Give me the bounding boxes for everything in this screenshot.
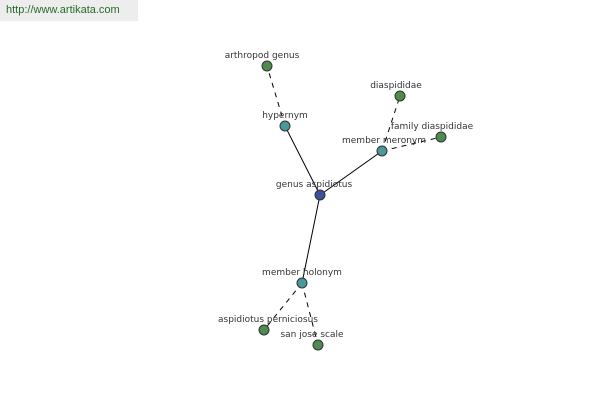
node-label-member-meronym[interactable]: member meronym bbox=[342, 136, 426, 146]
node-label-arthropod-genus[interactable]: arthropod genus bbox=[225, 51, 300, 61]
edge-member-holonym-to-aspidiotus-perniciosus bbox=[263, 282, 303, 331]
edges-layer bbox=[263, 65, 442, 346]
node-label-aspidiotus-perniciosus[interactable]: aspidiotus perniciosus bbox=[218, 315, 318, 325]
node-label-family-diaspididae[interactable]: family diaspididae bbox=[391, 122, 474, 132]
node-label-hypernym[interactable]: hypernym bbox=[262, 111, 308, 121]
node-diaspididae[interactable] bbox=[394, 90, 406, 102]
edge-center-to-hypernym bbox=[284, 125, 321, 196]
node-member-holonym[interactable] bbox=[296, 277, 308, 289]
edge-member-holonym-to-san-jose-scale bbox=[301, 282, 319, 346]
node-label-member-holonym[interactable]: member holonym bbox=[262, 268, 342, 278]
node-member-meronym[interactable] bbox=[376, 145, 388, 157]
edge-hypernym-to-arthropod-genus bbox=[266, 65, 286, 127]
node-hypernym[interactable] bbox=[279, 120, 291, 132]
node-label-diaspididae[interactable]: diaspididae bbox=[370, 81, 422, 91]
edge-center-to-member-meronym bbox=[319, 150, 383, 196]
edge-center-to-member-holonym bbox=[301, 194, 321, 284]
node-label-san-jose-scale[interactable]: san jose scale bbox=[280, 330, 344, 340]
nodes-layer bbox=[258, 60, 447, 351]
labels-layer: genus aspidiotus hypernym member meronym me… bbox=[218, 51, 474, 340]
edge-member-meronym-to-family-diaspididae bbox=[381, 136, 442, 152]
node-family-diaspididae[interactable] bbox=[435, 131, 447, 143]
node-san-jose-scale[interactable] bbox=[312, 339, 324, 351]
source-url[interactable]: http://www.artikata.com bbox=[0, 0, 138, 21]
node-center[interactable] bbox=[314, 189, 326, 201]
node-arthropod-genus[interactable] bbox=[261, 60, 273, 72]
node-aspidiotus-perniciosus[interactable] bbox=[258, 324, 270, 336]
node-label-center[interactable]: genus aspidiotus bbox=[276, 180, 353, 190]
